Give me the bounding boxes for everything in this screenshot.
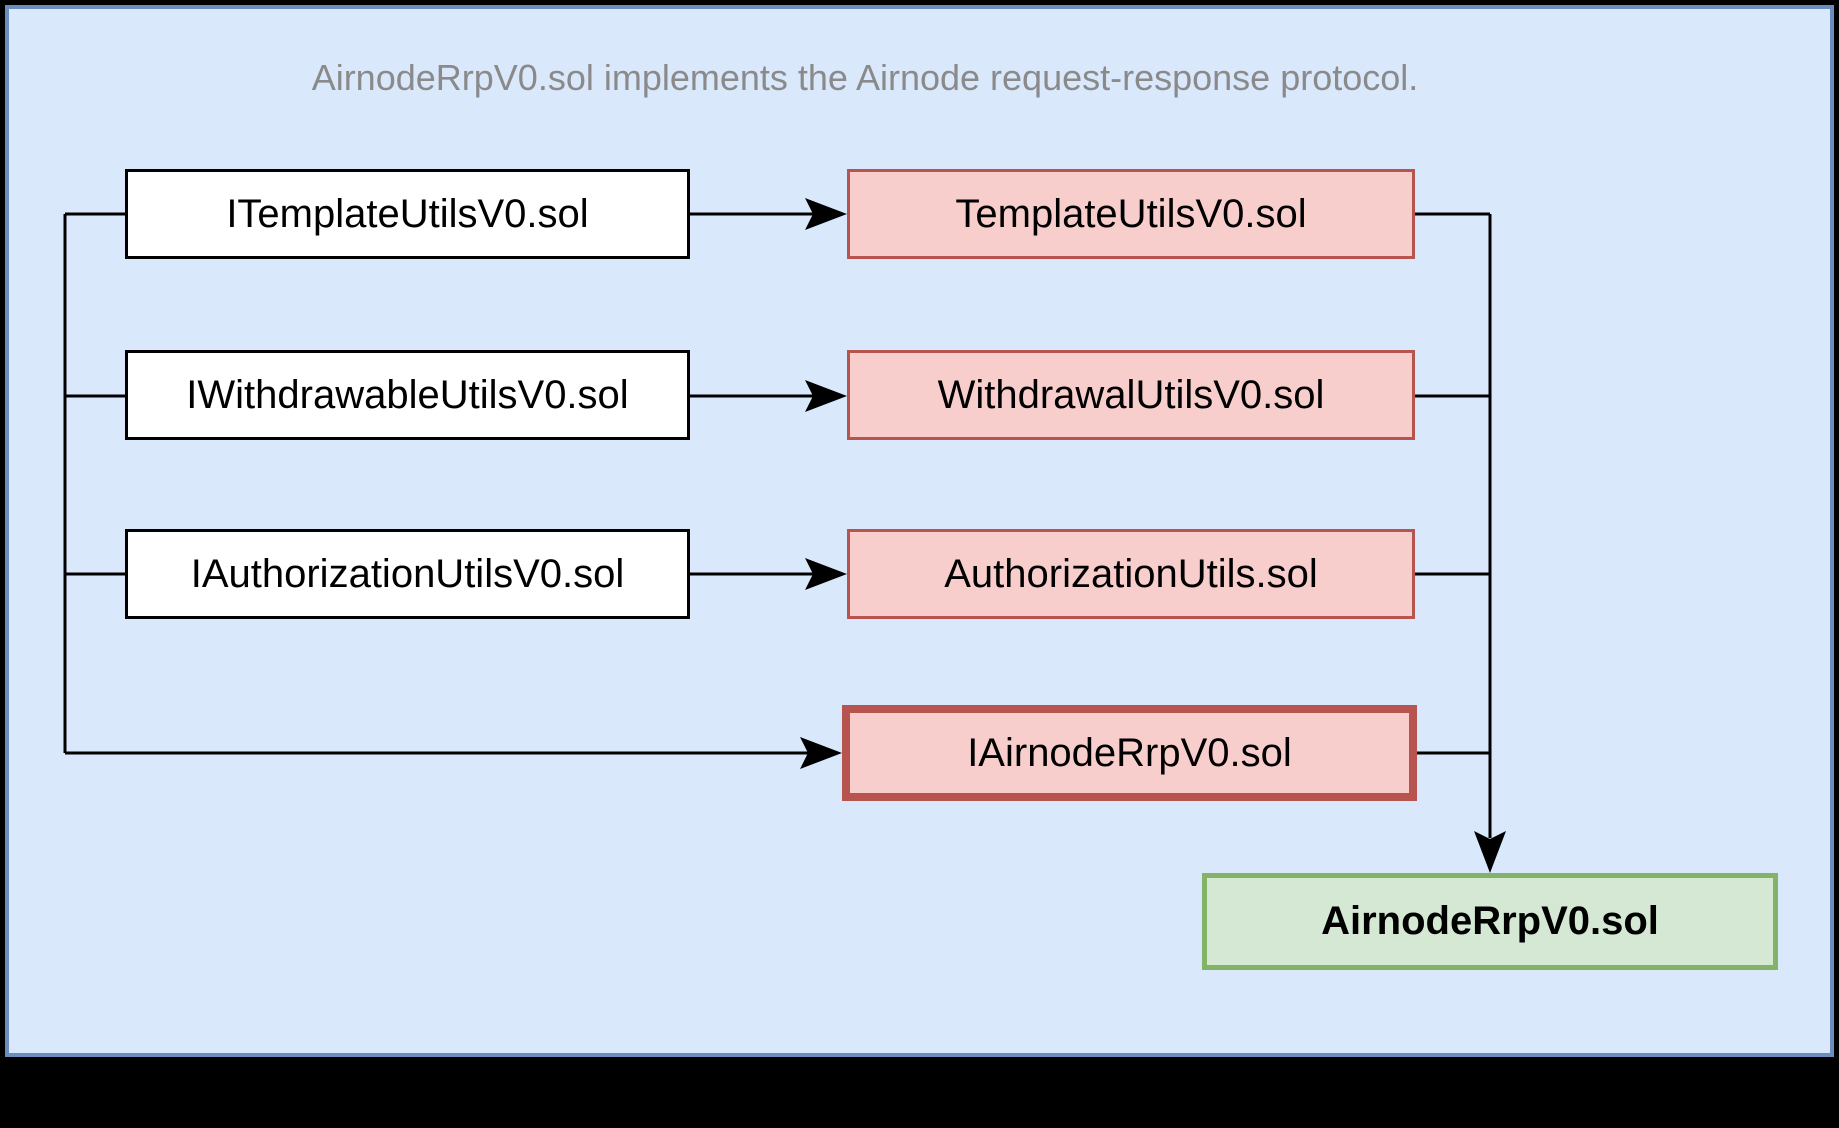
diagram-title: AirnodeRrpV0.sol implements the Airnode … [311, 57, 1419, 98]
airnode-rrp-interface-box: IAirnodeRrpV0.sol [842, 705, 1417, 801]
implementation-box-template-utils-label: TemplateUtilsV0.sol [955, 191, 1307, 236]
airnode-rrp-interface-box-label: IAirnodeRrpV0.sol [967, 730, 1292, 775]
implementation-box-withdrawal-utils-label: WithdrawalUtilsV0.sol [937, 372, 1325, 417]
interface-box-authorization-utils: IAuthorizationUtilsV0.sol [125, 529, 690, 619]
airnode-rrp-main-contract-box: AirnodeRrpV0.sol [1202, 873, 1778, 970]
interface-box-template-utils: ITemplateUtilsV0.sol [125, 169, 690, 259]
implementation-box-withdrawal-utils: WithdrawalUtilsV0.sol [847, 350, 1415, 440]
airnode-rrp-main-contract-box-label: AirnodeRrpV0.sol [1321, 899, 1659, 943]
interface-box-template-utils-label: ITemplateUtilsV0.sol [226, 191, 589, 236]
implementation-box-authorization-utils-label: AuthorizationUtils.sol [944, 551, 1318, 596]
interface-box-withdrawable-utils: IWithdrawableUtilsV0.sol [125, 350, 690, 440]
implementation-box-template-utils: TemplateUtilsV0.sol [847, 169, 1415, 259]
interface-box-withdrawable-utils-label: IWithdrawableUtilsV0.sol [186, 372, 629, 417]
implementation-box-authorization-utils: AuthorizationUtils.sol [847, 529, 1415, 619]
interface-box-authorization-utils-label: IAuthorizationUtilsV0.sol [190, 551, 625, 596]
